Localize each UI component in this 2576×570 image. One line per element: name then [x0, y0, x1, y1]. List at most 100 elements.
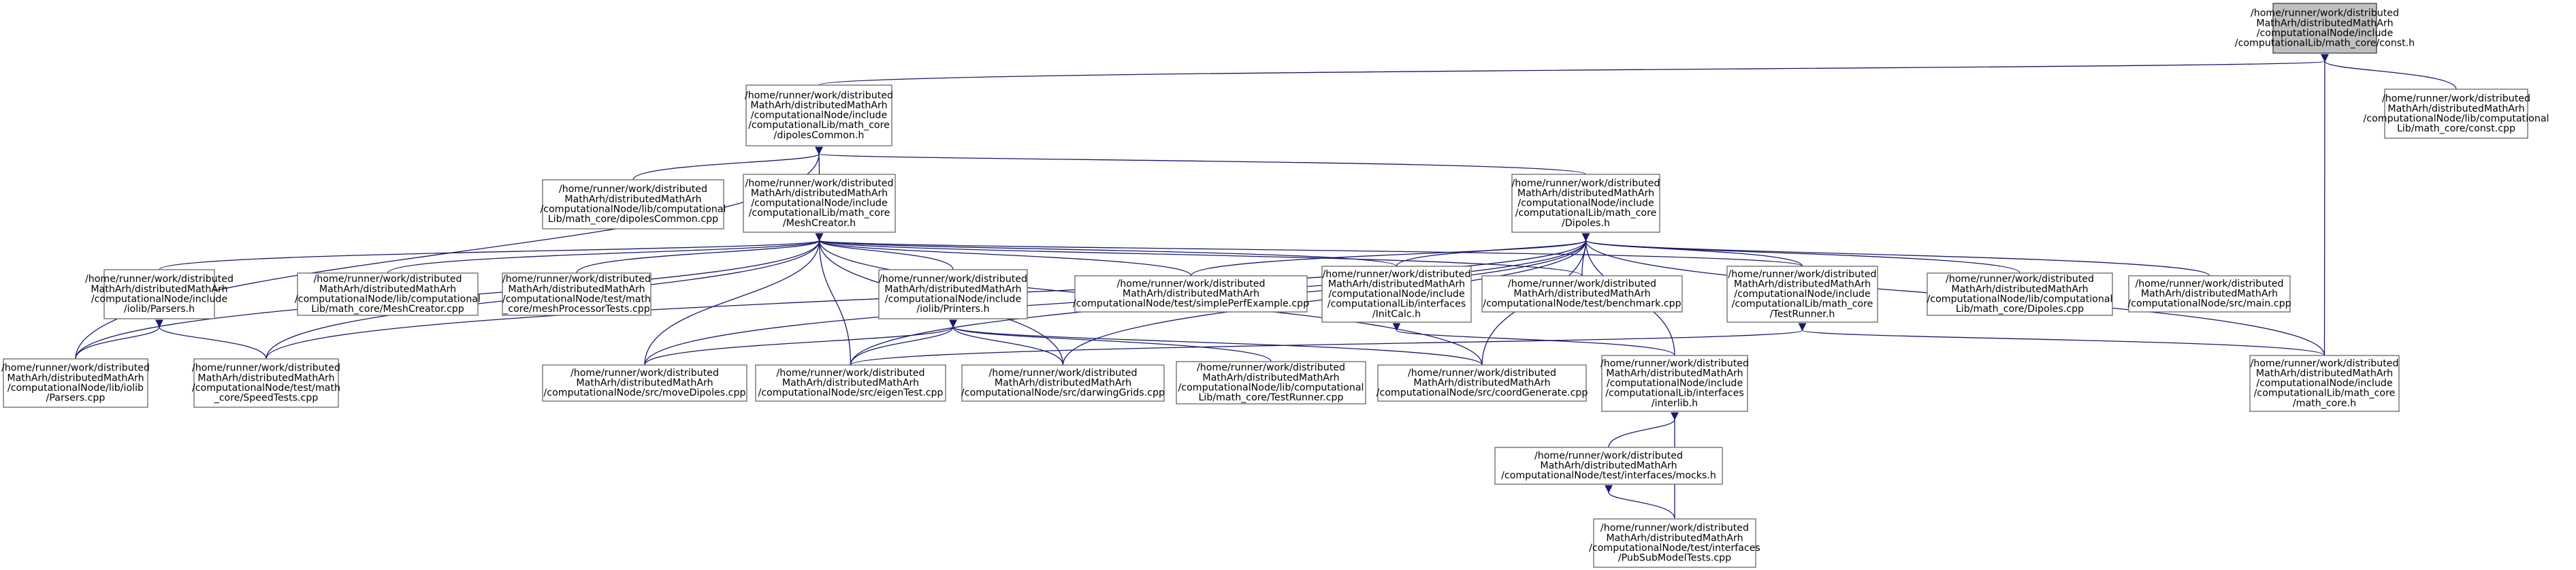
node-label-line: /computationalLib/interfaces: [1605, 388, 1743, 399]
node-label-line: /computationalLib/math_core: [748, 120, 890, 131]
node-box: [542, 364, 747, 402]
node-label-line: /computationalNode/lib/iolib: [7, 383, 144, 394]
node-label-line: /home/runner/work/distributed: [2135, 279, 2283, 289]
graph-node-dipolesCommon-cpp[interactable]: /home/runner/work/distributedMathArh/dis…: [541, 179, 726, 229]
graph-node-benchmark-cpp[interactable]: /home/runner/work/distributedMathArh/dis…: [1481, 275, 1683, 313]
node-label-line: MathArh/distributedMathArh: [1123, 289, 1259, 300]
node-label-line: Lib/math_core/dipolesCommon.cpp: [548, 214, 718, 225]
node-label-line: Lib/math_core/TestRunner.cpp: [1198, 392, 1343, 403]
node-box: [1176, 361, 1366, 405]
node-label-line: MathArh/distributedMathArh: [91, 284, 227, 295]
node-box: [743, 174, 896, 233]
node-label-line: MathArh/distributedMathArh: [319, 284, 456, 295]
graph-node-main-cpp[interactable]: /home/runner/work/distributedMathArh/dis…: [2127, 275, 2291, 313]
edge-meshCreator-h-to-benchmark-cpp: [820, 240, 1583, 276]
node-label-line: _core/meshProcessorTests.cpp: [502, 304, 650, 315]
node-label-line: MathArh/distributedMathArh: [508, 284, 645, 295]
node-label-line: MathArh/distributedMathArh: [7, 373, 144, 383]
node-label-line: Lib/math_core/Dipoles.cpp: [1956, 304, 2084, 315]
graph-node-testRunner-cpp[interactable]: /home/runner/work/distributedMathArh/dis…: [1176, 361, 1366, 405]
node-label-line: /computationalLib/math_core: [1515, 208, 1657, 219]
edge-meshCreator-h-to-moveDipoles-cpp: [644, 240, 820, 366]
node-label-line: /Parsers.cpp: [46, 392, 106, 403]
node-label-line: /home/runner/work/distributed: [1508, 279, 1656, 289]
node-label-line: /computationalNode/include: [91, 294, 227, 304]
node-box: [1511, 174, 1660, 233]
node-label-line: /computationalLib/math_core: [749, 208, 890, 219]
node-label-line: /dipolesCommon.h: [774, 130, 865, 141]
node-box: [542, 179, 724, 229]
node-label-line: MathArh/distributedMathArh: [751, 188, 888, 199]
node-label-line: MathArh/distributedMathArh: [2387, 104, 2524, 114]
edge-dipoles-h-to-main-cpp: [1586, 240, 2210, 276]
node-label-line: MathArh/distributedMathArh: [1734, 279, 1871, 289]
edge-meshCreator-h-to-printers-h: [820, 240, 954, 270]
node-box: [2249, 355, 2400, 412]
node-label-line: /computationalNode/test/math: [192, 383, 340, 394]
graph-node-coordGenerate-cpp[interactable]: /home/runner/work/distributedMathArh/dis…: [1376, 364, 1588, 402]
node-label-line: /home/runner/work/distributed: [745, 178, 893, 189]
graph-node-math-core-h[interactable]: /home/runner/work/distributedMathArh/dis…: [2249, 355, 2400, 412]
node-label-line: /computationalNode/test/simplePerfExampl…: [1073, 298, 1309, 309]
graph-node-eigenTest-cpp[interactable]: /home/runner/work/distributedMathArh/dis…: [755, 364, 946, 402]
edge-parsers-h-to-speedTests-cpp: [159, 327, 267, 360]
edge-meshCreator-h-to-testRunner-h: [820, 240, 1803, 267]
graph-node-dipoles-h[interactable]: /home/runner/work/distributedMathArh/dis…: [1511, 174, 1660, 233]
node-box: [502, 272, 651, 316]
node-label-line: /computationalNode/lib/computational: [541, 204, 726, 215]
node-label-line: Lib/math_core/const.cpp: [2397, 123, 2515, 134]
node-label-line: /computationalNode/src/coordGenerate.cpp: [1376, 387, 1588, 398]
node-label-line: MathArh/distributedMathArh: [197, 373, 334, 383]
node-box: [1481, 275, 1683, 313]
edge-printers-h-to-testRunner-cpp: [953, 327, 1272, 362]
node-label-line: /computationalNode/lib/computational: [2364, 113, 2549, 124]
node-label-line: /home/runner/work/distributed: [1, 363, 150, 374]
graph-node-mocks-h[interactable]: /home/runner/work/distributedMathArh/dis…: [1494, 447, 1723, 485]
graph-node-meshCreator-cpp[interactable]: /home/runner/work/distributedMathArh/dis…: [295, 272, 481, 316]
graph-node-simplePerfExample-cpp[interactable]: /home/runner/work/distributedMathArh/dis…: [1073, 275, 1309, 313]
graph-node-const-cpp[interactable]: /home/runner/work/distributedMathArh/dis…: [2364, 89, 2549, 139]
graph-node-dipoles-cpp[interactable]: /home/runner/work/distributedMathArh/dis…: [1927, 272, 2113, 316]
graph-node-pubSubModelTests-cpp[interactable]: /home/runner/work/distributedMathArh/dis…: [1589, 518, 1760, 568]
graph-node-speedTests-cpp[interactable]: /home/runner/work/distributedMathArh/dis…: [192, 358, 340, 408]
graph-node-initCalc-h[interactable]: /home/runner/work/distributedMathArh/dis…: [1321, 266, 1472, 323]
graph-node-interlib-h[interactable]: /home/runner/work/distributedMathArh/dis…: [1600, 355, 1749, 412]
node-box: [3, 358, 148, 408]
edge-meshCreator-h-to-parsers-h: [159, 240, 820, 270]
node-label-line: /computationalNode/include: [885, 294, 1021, 304]
edge-const-h-to-dipolesCommon-h: [818, 61, 2325, 86]
node-label-line: /TestRunner.h: [1770, 308, 1835, 319]
node-label-line: /Dipoles.h: [1562, 218, 1610, 229]
node-label-line: /home/runner/work/distributed: [502, 274, 651, 285]
graph-node-parsers-h[interactable]: /home/runner/work/distributedMathArh/dis…: [85, 269, 234, 319]
edge-interlib-h-to-mocks-h: [1608, 419, 1675, 448]
node-label-line: /home/runner/work/distributed: [1600, 523, 1749, 534]
node-label-line: MathArh/distributedMathArh: [995, 378, 1131, 389]
node-label-line: MathArh/distributedMathArh: [750, 100, 887, 111]
node-box: [755, 364, 946, 402]
node-label-line: /computationalNode/test/interfaces/mocks…: [1501, 471, 1716, 481]
node-label-line: /PubSubModelTests.cpp: [1618, 552, 1731, 563]
node-label-line: /home/runner/work/distributed: [1197, 362, 1345, 373]
node-label-line: /computationalNode/src/darwingGrids.cpp: [961, 387, 1165, 398]
graph-node-testRunner-h[interactable]: /home/runner/work/distributedMathArh/dis…: [1726, 266, 1878, 323]
graph-node-const-h[interactable]: /home/runner/work/distributedMathArh/dis…: [2235, 3, 2415, 54]
graph-node-darwingGrids-cpp[interactable]: /home/runner/work/distributedMathArh/dis…: [961, 364, 1165, 402]
edge-meshCreator-h-to-meshCreator-cpp: [387, 240, 820, 274]
node-label-line: MathArh/distributedMathArh: [576, 378, 713, 389]
graph-node-moveDipoles-cpp[interactable]: /home/runner/work/distributedMathArh/dis…: [542, 364, 747, 402]
node-label-line: /home/runner/work/distributed: [745, 90, 893, 101]
edge-parsers-h-to-parsers-cpp: [75, 327, 159, 360]
graph-node-meshProcessorTests-cpp[interactable]: /home/runner/work/distributedMathArh/dis…: [502, 272, 651, 316]
graph-node-parsers-cpp[interactable]: /home/runner/work/distributedMathArh/dis…: [1, 358, 150, 408]
edge-const-h-to-const-cpp: [2325, 61, 2457, 90]
graph-node-dipolesCommon-h[interactable]: /home/runner/work/distributedMathArh/dis…: [745, 84, 893, 146]
edge-testRunner-h-to-eigenTest-cpp: [850, 330, 1803, 366]
node-label-line: /home/runner/work/distributed: [1600, 358, 1749, 369]
node-box: [878, 269, 1028, 319]
graph-node-meshCreator-h[interactable]: /home/runner/work/distributedMathArh/dis…: [743, 174, 896, 233]
edge-mocks-h-to-pubSubModelTests-cpp: [1609, 492, 1675, 520]
node-label-line: Lib/math_core/MeshCreator.cpp: [311, 304, 464, 315]
graph-node-printers-h[interactable]: /home/runner/work/distributedMathArh/dis…: [878, 269, 1028, 319]
node-label-line: /home/runner/work/distributed: [2250, 358, 2398, 369]
